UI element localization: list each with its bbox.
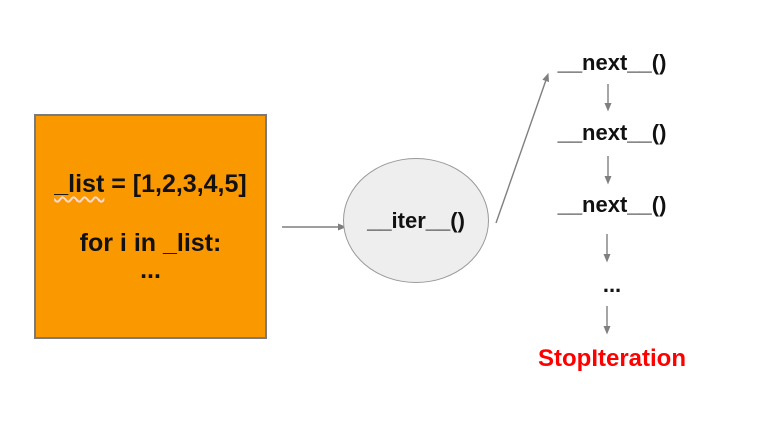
column-ellipsis: ...	[602, 272, 622, 297]
code-line-assignment: _list = [1,2,3,4,5]	[36, 169, 265, 199]
iter-node-label: __iter__()	[367, 207, 465, 233]
code-line-for: for i in _list:	[79, 229, 222, 257]
code-box: _list = [1,2,3,4,5] for i in _list: ...	[34, 114, 267, 339]
stopiteration-label: StopIteration	[538, 345, 686, 372]
next-call-1: __next__()	[557, 50, 667, 75]
code-var-squiggle: _list	[54, 170, 105, 198]
code-line-assignment-rest: = [1,2,3,4,5]	[104, 170, 247, 198]
next-call-3: __next__()	[557, 192, 667, 217]
iter-node: __iter__()	[343, 158, 489, 283]
code-line-ellipsis: ...	[140, 256, 161, 284]
next-call-2: __next__()	[557, 120, 667, 145]
